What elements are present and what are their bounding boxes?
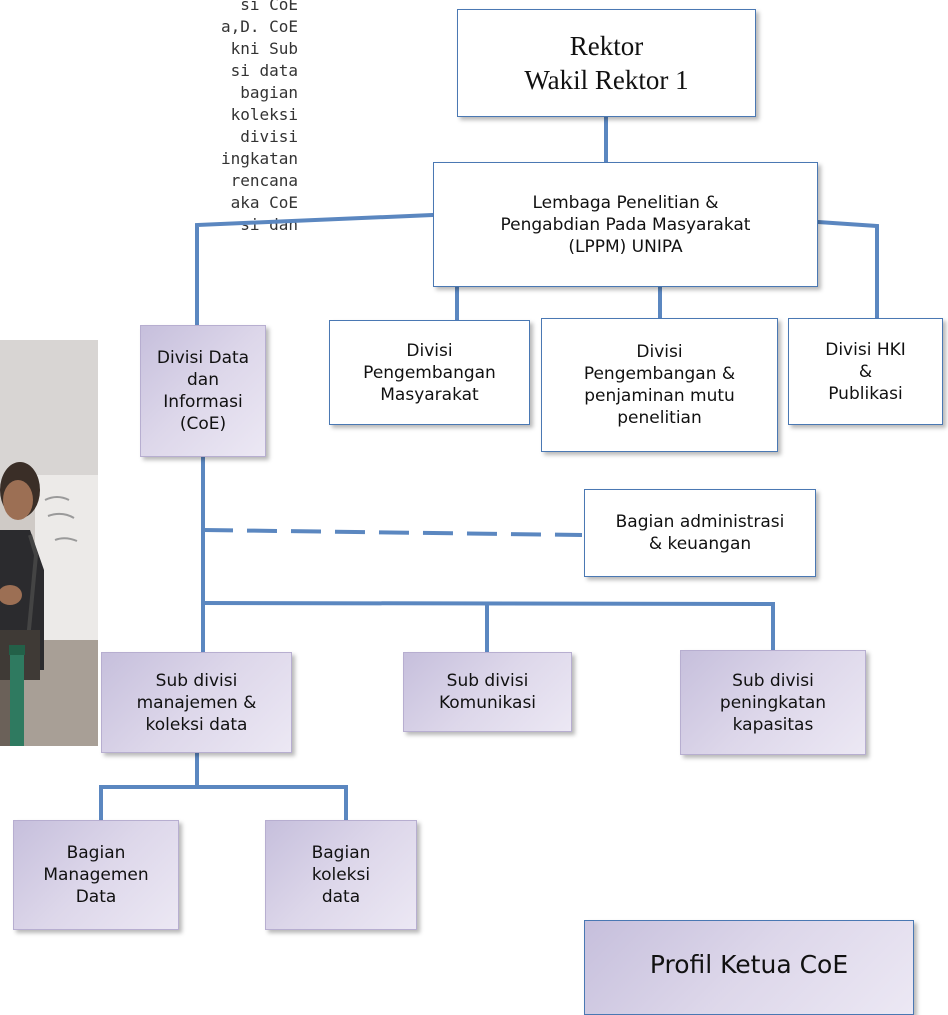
side-text-line: si CoE xyxy=(240,0,298,14)
side-text-line: bagian xyxy=(240,83,298,102)
person-photo xyxy=(0,340,98,746)
side-text-line: aka CoE xyxy=(230,193,298,212)
bagian-administrasi-box: Bagian administrasi & keuangan xyxy=(584,489,816,577)
divisi-pengembangan-masyarakat-label: Divisi Pengembangan Masyarakat xyxy=(363,340,496,405)
divisi-hki-box: Divisi HKI & Publikasi xyxy=(788,318,943,425)
side-text-line: divisi xyxy=(240,127,298,146)
side-paragraph: si CoE a,D. CoE kni Sub si data bagian k… xyxy=(0,0,298,236)
side-text-line: a,D. CoE xyxy=(220,17,298,36)
sub-divisi-kapasitas-box: Sub divisi peningkatan kapasitas xyxy=(680,650,866,755)
side-text-line: rencana xyxy=(230,171,298,190)
sub-divisi-manajemen-label: Sub divisi manajemen & koleksi data xyxy=(136,670,257,735)
divisi-penjaminan-mutu-label: Divisi Pengembangan & penjaminan mutu pe… xyxy=(583,342,736,428)
rektor-box: Rektor Wakil Rektor 1 xyxy=(457,9,756,117)
wakil-rektor-title: Wakil Rektor 1 xyxy=(524,65,689,95)
bagian-koleksi-data-box: Bagian koleksi data xyxy=(265,820,417,930)
profil-ketua-label: Profil Ketua CoE xyxy=(649,950,849,979)
side-text-line: si data xyxy=(230,61,298,80)
sub-divisi-manajemen-box: Sub divisi manajemen & koleksi data xyxy=(101,652,292,753)
divisi-pengembangan-masyarakat-box: Divisi Pengembangan Masyarakat xyxy=(329,320,530,425)
side-text-line: kni Sub xyxy=(230,39,298,58)
side-text-line: koleksi xyxy=(230,105,298,124)
bagian-koleksi-data-label: Bagian koleksi data xyxy=(311,843,371,907)
divisi-penjaminan-mutu-box: Divisi Pengembangan & penjaminan mutu pe… xyxy=(541,318,778,452)
lppm-box: Lembaga Penelitian & Pengabdian Pada Mas… xyxy=(433,162,818,287)
divisi-hki-label: Divisi HKI & Publikasi xyxy=(825,339,906,404)
sub-divisi-komunikasi-box: Sub divisi Komunikasi xyxy=(403,652,572,732)
bagian-administrasi-label: Bagian administrasi & keuangan xyxy=(615,512,785,554)
sub-divisi-kapasitas-label: Sub divisi peningkatan kapasitas xyxy=(719,670,827,735)
sub-divisi-komunikasi-label: Sub divisi Komunikasi xyxy=(438,671,537,713)
rektor-title: Rektor xyxy=(569,31,644,61)
bagian-managemen-data-box: Bagian Managemen Data xyxy=(13,820,179,930)
lppm-label: Lembaga Penelitian & Pengabdian Pada Mas… xyxy=(500,192,751,257)
bagian-managemen-data-label: Bagian Managemen Data xyxy=(43,843,149,907)
profil-ketua-button[interactable]: Profil Ketua CoE xyxy=(584,920,914,1015)
side-text-line: ingkatan xyxy=(220,149,298,168)
divisi-data-informasi-box: Divisi Data dan Informasi (CoE) xyxy=(140,325,266,457)
divisi-data-informasi-label: Divisi Data dan Informasi (CoE) xyxy=(156,348,250,434)
